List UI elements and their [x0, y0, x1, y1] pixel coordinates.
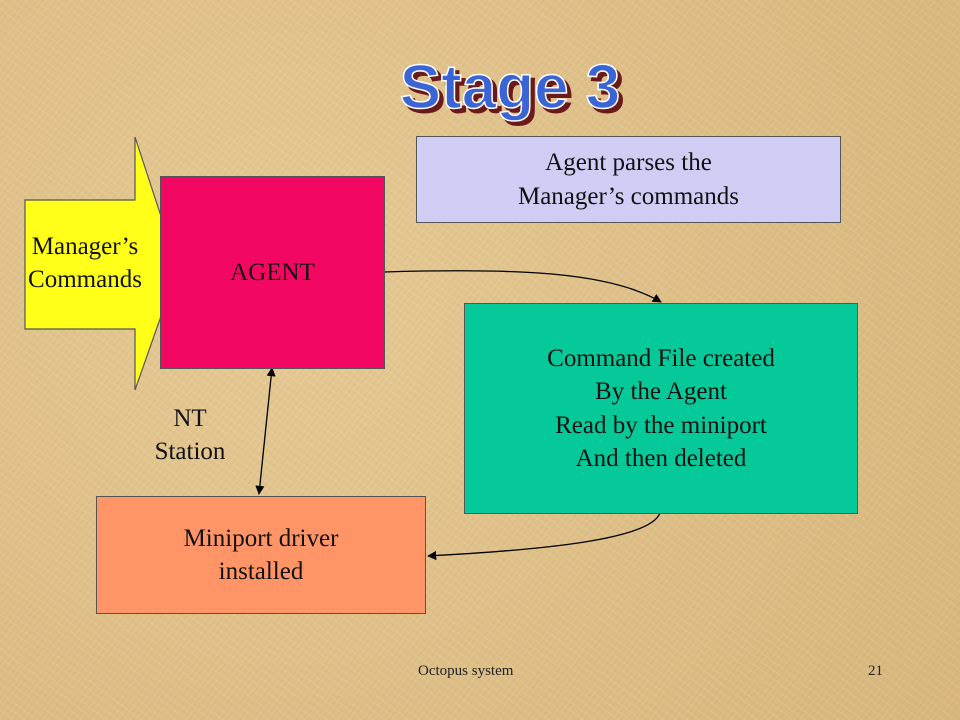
title: Stage 3 — [400, 53, 621, 122]
nt-station-label: NT Station — [154, 405, 226, 466]
footer-label: Octopus system — [418, 663, 514, 679]
command-file-to-miniport-connector — [427, 512, 661, 561]
agent-miniport-link — [255, 367, 276, 495]
parse-box: Agent parses the Manager’s commands — [416, 136, 841, 223]
title-shadow: Stage 3 — [404, 57, 625, 126]
command-file-label: Command File created By the Agent Read b… — [547, 345, 775, 472]
manager-commands-label: Manager’s Commands — [28, 233, 142, 294]
miniport-label: Miniport driver installed — [183, 524, 339, 585]
manager-commands-arrow — [24, 136, 179, 391]
agent-box: AGENT — [160, 176, 385, 369]
parse-label: Agent parses the Manager’s commands — [517, 149, 739, 210]
miniport-box: Miniport driver installed — [96, 496, 426, 614]
agent-label: AGENT — [230, 258, 315, 286]
agent-to-command-file-connector — [383, 270, 662, 303]
command-file-box: Command File created By the Agent Read b… — [464, 303, 858, 514]
page-number: 21 — [868, 663, 883, 679]
